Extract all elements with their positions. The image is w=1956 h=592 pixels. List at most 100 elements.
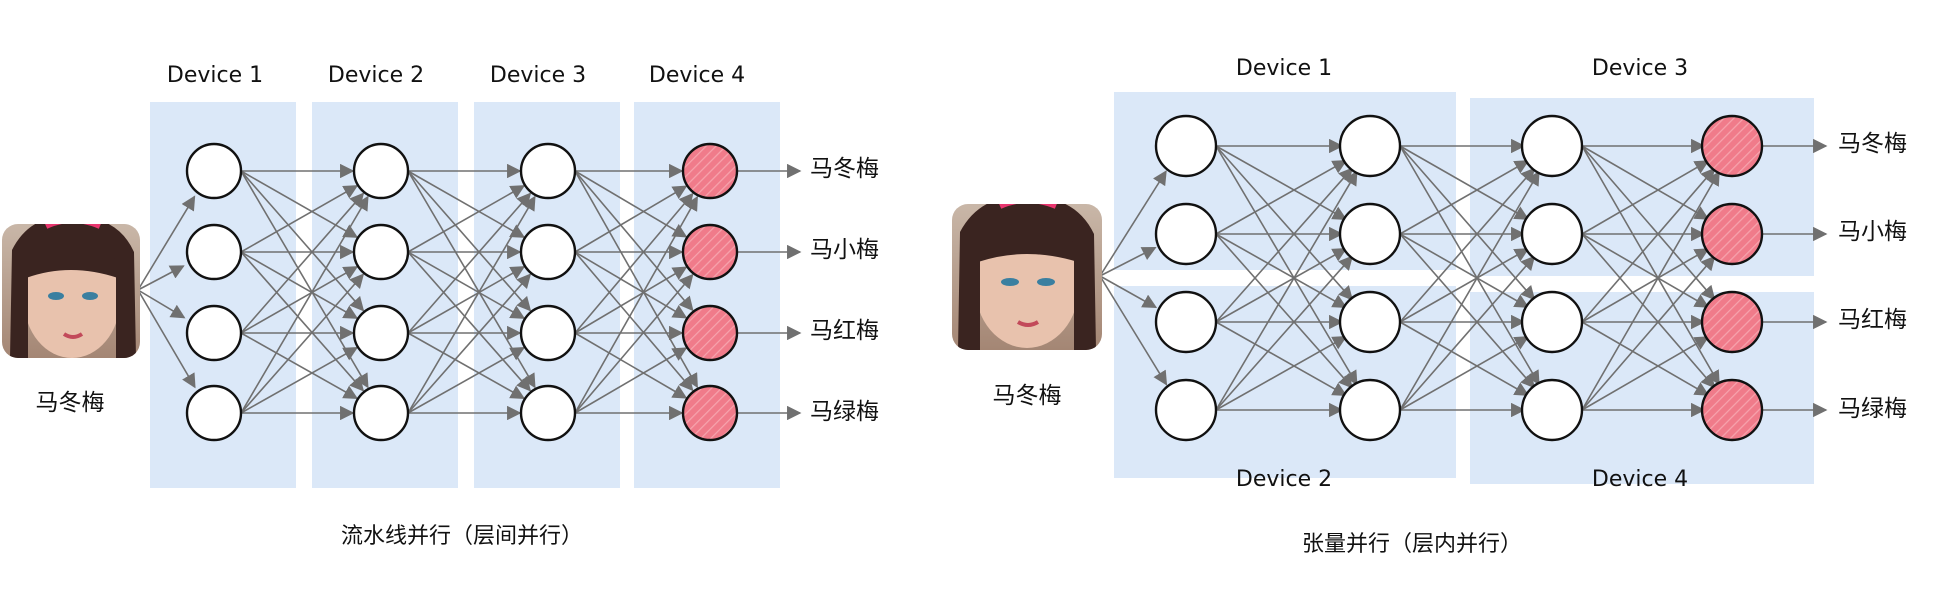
input-edge xyxy=(1099,275,1168,386)
layer-edge xyxy=(1581,170,1720,411)
neuron xyxy=(352,142,410,200)
input-photo-left xyxy=(2,224,140,358)
layer-edge xyxy=(1215,321,1348,396)
layer-edge xyxy=(1581,233,1716,389)
layer-edge xyxy=(1581,336,1710,411)
layer-edge xyxy=(407,195,536,414)
layer-edge xyxy=(240,332,359,399)
layer-edge xyxy=(1399,248,1530,323)
layer-edge xyxy=(1215,145,1354,301)
layer-edge xyxy=(240,266,359,334)
neuron xyxy=(519,142,577,200)
input-photo-right xyxy=(952,204,1102,350)
pipeline-nodes xyxy=(185,142,739,442)
input-edge xyxy=(137,289,196,389)
layer-edge xyxy=(574,332,688,399)
neuron xyxy=(352,384,410,442)
neuron xyxy=(1338,202,1402,266)
layer-edge xyxy=(1215,167,1354,323)
layer-edge xyxy=(1399,321,1530,396)
pipeline-output-label: 马冬梅 xyxy=(810,156,879,182)
layer-edge xyxy=(407,332,526,399)
tensor-device-label: Device 3 xyxy=(1592,56,1688,81)
neuron xyxy=(1338,290,1402,354)
tensor-output-label: 马小梅 xyxy=(1838,219,1907,245)
layer-edge xyxy=(1581,145,1710,220)
pipeline-diagram: Device 1 Device 2 Device 3 Device 4 马冬梅 … xyxy=(2,63,879,549)
pipeline-caption: 流水线并行（层间并行） xyxy=(341,524,583,549)
layer-edge xyxy=(1399,160,1530,235)
layer-edge xyxy=(1215,233,1354,389)
tensor-input-label: 马冬梅 xyxy=(993,383,1062,409)
tensor-output-label: 马红梅 xyxy=(1838,307,1907,333)
pipeline-output-label: 马小梅 xyxy=(810,237,879,263)
layer-edge xyxy=(407,273,532,414)
layer-edge xyxy=(240,273,365,414)
neuron xyxy=(519,223,577,281)
tensor-edges xyxy=(1099,138,1828,418)
pipeline-output-label: 马绿梅 xyxy=(810,399,879,425)
neuron xyxy=(1338,378,1402,442)
output-neuron xyxy=(1700,290,1764,354)
tensor-diagram: Device 1 Device 3 Device 2 Device 4 马冬梅 … xyxy=(952,56,1907,557)
layer-edge xyxy=(407,185,526,253)
layer-edge xyxy=(574,195,698,414)
neuron xyxy=(1154,114,1218,178)
neuron xyxy=(1338,114,1402,178)
layer-edge xyxy=(1215,170,1358,411)
neuron xyxy=(352,223,410,281)
layer-edge xyxy=(1581,321,1710,396)
layer-edge xyxy=(574,251,694,392)
neuron xyxy=(519,304,577,362)
layer-edge xyxy=(407,266,526,334)
layer-edge xyxy=(574,170,694,312)
neuron xyxy=(185,223,243,281)
layer-edge xyxy=(407,251,526,319)
layer-edge xyxy=(1215,248,1348,323)
neuron xyxy=(1154,378,1218,442)
input-edge xyxy=(137,265,185,291)
input-edge xyxy=(137,289,186,319)
layer-edge xyxy=(407,347,526,414)
layer-edge xyxy=(574,347,688,414)
pipeline-output-label: 马红梅 xyxy=(810,318,879,344)
layer-edge xyxy=(240,185,359,253)
tensor-device-label: Device 2 xyxy=(1236,467,1332,492)
pipeline-device-label: Device 1 xyxy=(167,63,263,88)
tensor-output-label: 马冬梅 xyxy=(1838,131,1907,157)
layer-edge xyxy=(1399,145,1536,301)
tensor-device-label: Device 1 xyxy=(1236,56,1332,81)
layer-edge xyxy=(1399,255,1536,411)
neuron xyxy=(1520,202,1584,266)
layer-edge xyxy=(1215,255,1354,411)
layer-edge xyxy=(1581,248,1710,323)
output-neuron xyxy=(1700,114,1764,178)
input-edge xyxy=(1099,170,1167,277)
layer-edge xyxy=(1399,167,1536,323)
tensor-output-label: 马绿梅 xyxy=(1838,396,1907,422)
tensor-nodes xyxy=(1154,114,1764,442)
neuron xyxy=(1520,378,1584,442)
pipeline-device-label: Device 2 xyxy=(328,63,424,88)
layer-edge xyxy=(407,170,526,238)
layer-edge xyxy=(240,170,365,312)
layer-edge xyxy=(574,251,688,319)
layer-edge xyxy=(574,185,688,253)
pipeline-device-label: Device 3 xyxy=(490,63,586,88)
layer-edge xyxy=(1399,233,1536,389)
input-edge xyxy=(137,195,196,291)
layer-edge xyxy=(1581,167,1716,323)
layer-edge xyxy=(240,251,365,392)
layer-edge xyxy=(407,251,532,392)
input-edge xyxy=(1099,246,1157,277)
layer-edge xyxy=(240,195,369,414)
tensor-device-label: Device 4 xyxy=(1592,467,1688,492)
neuron xyxy=(1154,202,1218,266)
layer-edge xyxy=(1215,145,1348,220)
layer-edge xyxy=(1215,160,1348,235)
layer-edge xyxy=(1581,160,1710,235)
neuron xyxy=(185,304,243,362)
layer-edge xyxy=(240,192,365,334)
layer-edge xyxy=(407,170,532,312)
